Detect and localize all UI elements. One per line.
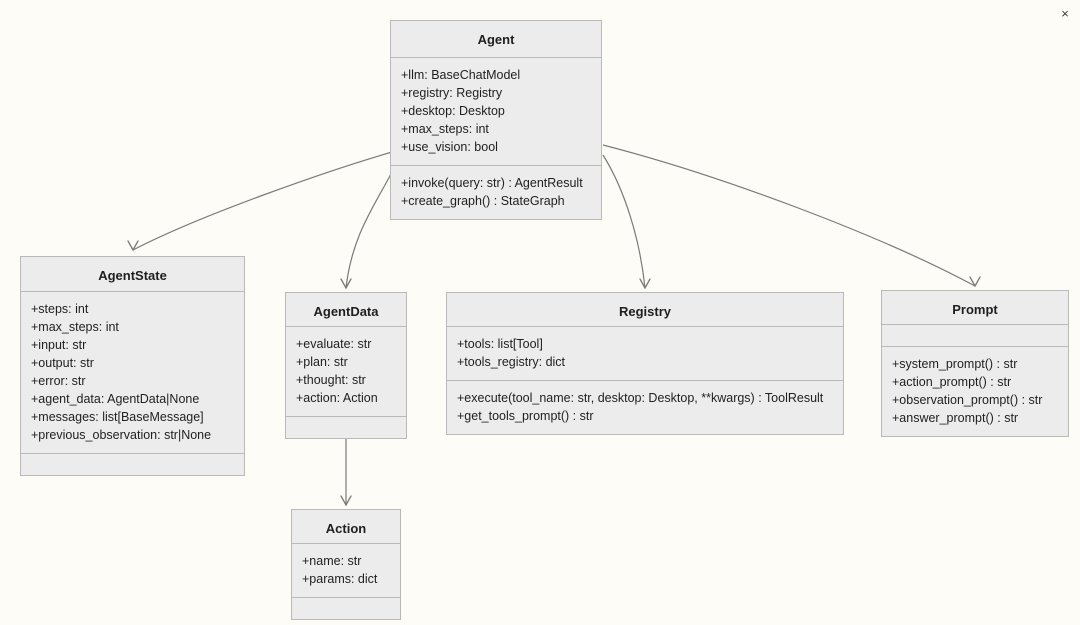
class-methods-row: +invoke(query: str) : AgentResult	[401, 176, 583, 190]
class-attributes-section-prompt	[881, 325, 1069, 347]
class-attributes-row: +error: str	[31, 374, 86, 388]
edge-agent-to-prompt	[602, 144, 976, 287]
edge-agent-to-agentstate	[132, 151, 393, 251]
class-attributes-row: +tools: list[Tool]	[457, 337, 543, 351]
class-attributes-section-action: +name: str +params: dict	[291, 544, 401, 598]
class-box-prompt[interactable]: Prompt +system_prompt() : str +action_prom…	[881, 290, 1069, 437]
class-attributes-row: +llm: BaseChatModel	[401, 68, 521, 82]
class-box-agentstate[interactable]: AgentState +steps: int +max_steps: int +inp…	[20, 256, 245, 476]
class-attributes-row: +steps: int	[31, 302, 89, 316]
class-attributes-row: +plan: str	[296, 355, 348, 369]
class-box-agent[interactable]: Agent +llm: BaseChatModel +registry: Regis…	[390, 20, 602, 220]
class-methods-section-agent: +invoke(query: str) : AgentResult +create…	[390, 166, 602, 220]
class-title-action: Action	[291, 509, 401, 544]
class-methods-section-agentdata	[285, 417, 407, 439]
class-attributes-row: +registry: Registry	[401, 86, 503, 100]
class-attributes-row: +use_vision: bool	[401, 140, 498, 154]
arrowhead-agentdata-to-action	[340, 495, 352, 507]
class-attributes-row: +evaluate: str	[296, 337, 372, 351]
class-attributes-section-registry: +tools: list[Tool] +tools_registry: dict	[446, 327, 844, 381]
class-attributes-row: +previous_observation: str|None	[31, 428, 212, 442]
class-methods-row: +execute(tool_name: str, desktop: Deskto…	[457, 391, 824, 405]
class-box-action[interactable]: Action +name: str +params: dict	[291, 509, 401, 620]
class-title-agentdata: AgentData	[285, 292, 407, 327]
class-attributes-section-agentdata: +evaluate: str +plan: str +thought: str +ac…	[285, 327, 407, 417]
class-title-prompt: Prompt	[881, 290, 1069, 325]
class-attributes-row: +thought: str	[296, 373, 366, 387]
edge-agent-to-registry	[602, 154, 646, 289]
class-title-agentstate: AgentState	[20, 256, 245, 292]
class-methods-row: +observation_prompt() : str	[892, 393, 1043, 407]
class-attributes-section-agent: +llm: BaseChatModel +registry: Registry +d…	[390, 58, 602, 166]
arrowhead-agent-to-prompt	[969, 276, 981, 288]
class-methods-row: +get_tools_prompt() : str	[457, 409, 594, 423]
class-attributes-row: +input: str	[31, 338, 87, 352]
edge-agent-to-agentdata	[345, 171, 393, 289]
class-methods-row: +create_graph() : StateGraph	[401, 194, 565, 208]
close-icon[interactable]: ×	[1061, 6, 1069, 21]
class-title-agent: Agent	[390, 20, 602, 58]
arrowhead-agent-to-agentstate	[127, 240, 139, 252]
class-attributes-row: +desktop: Desktop	[401, 104, 505, 118]
class-title-registry: Registry	[446, 292, 844, 327]
class-attributes-row: +params: dict	[302, 572, 378, 586]
class-attributes-row: +tools_registry: dict	[457, 355, 566, 369]
class-methods-section-prompt: +system_prompt() : str +action_prompt() :…	[881, 347, 1069, 437]
class-attributes-section-agentstate: +steps: int +max_steps: int +input: str +ou…	[20, 292, 245, 454]
class-attributes-row: +messages: list[BaseMessage]	[31, 410, 204, 424]
class-attributes-row: +action: Action	[296, 391, 378, 405]
class-methods-row: +system_prompt() : str	[892, 357, 1018, 371]
class-attributes-row: +max_steps: int	[401, 122, 489, 136]
class-methods-row: +action_prompt() : str	[892, 375, 1012, 389]
class-methods-row: +answer_prompt() : str	[892, 411, 1019, 425]
class-methods-section-registry: +execute(tool_name: str, desktop: Deskto…	[446, 381, 844, 435]
class-methods-section-agentstate	[20, 454, 245, 476]
class-box-registry[interactable]: Registry +tools: list[Tool] +tools_registr…	[446, 292, 844, 435]
class-attributes-row: +agent_data: AgentData|None	[31, 392, 200, 406]
class-attributes-row: +output: str	[31, 356, 94, 370]
arrowhead-agent-to-agentdata	[340, 278, 352, 290]
class-methods-section-action	[291, 598, 401, 620]
class-attributes-row: +max_steps: int	[31, 320, 119, 334]
class-attributes-row: +name: str	[302, 554, 362, 568]
arrowhead-agent-to-registry	[639, 278, 651, 290]
class-box-agentdata[interactable]: AgentData +evaluate: str +plan: str +though…	[285, 292, 407, 439]
